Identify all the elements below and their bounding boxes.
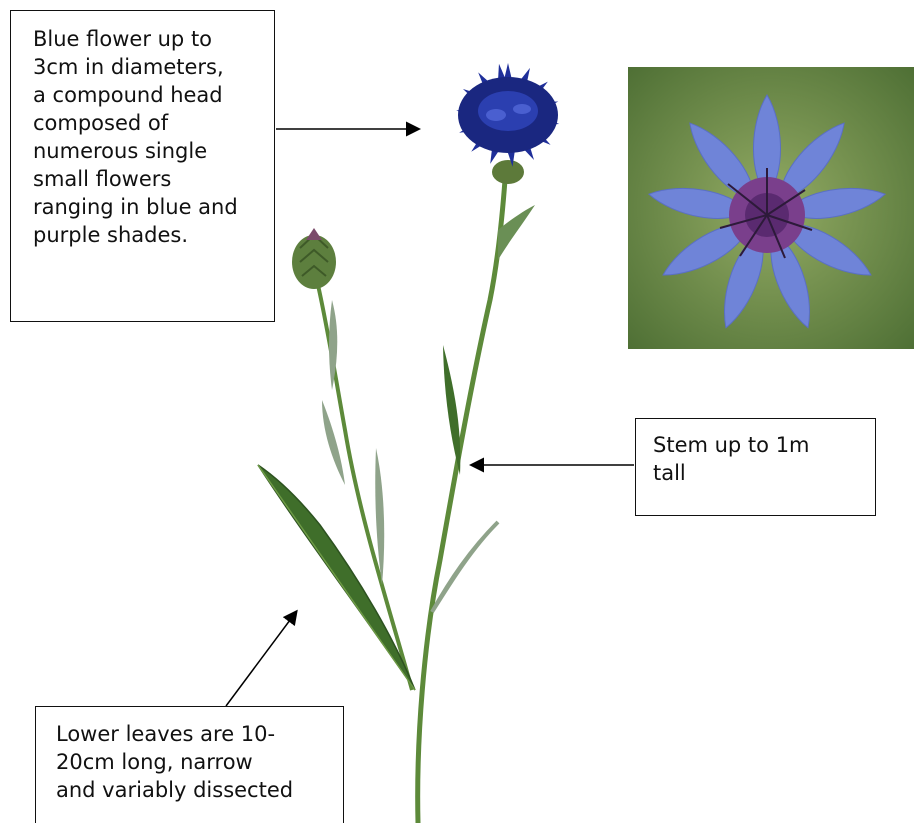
stem-callout-line: Stem up to 1m: [653, 431, 865, 459]
flower-calyx: [492, 160, 524, 184]
leaves-callout-line: 20cm long, narrow: [56, 748, 335, 776]
stem-callout-line: tall: [653, 459, 865, 487]
flower-callout-line: numerous single: [33, 137, 264, 165]
leaves-callout-line: Lower leaves are 10-: [56, 720, 335, 748]
leaves-callout: Lower leaves are 10- 20cm long, narrow a…: [35, 706, 344, 823]
leaves-callout-line: and variably dissected: [56, 776, 335, 804]
flower-callout-line: Blue flower up to: [33, 25, 264, 53]
flower-callout: Blue flower up to 3cm in diameters, a co…: [10, 10, 275, 322]
stem-leaf: [443, 345, 460, 475]
flower-callout-line: small flowers: [33, 165, 264, 193]
cornflower-photo: [628, 67, 914, 349]
blue-flower-head: [456, 62, 561, 167]
stem-callout: Stem up to 1m tall: [635, 418, 876, 516]
flower-callout-line: purple shades.: [33, 221, 264, 249]
leaves-arrow: [226, 612, 296, 706]
flower-callout-line: 3cm in diameters,: [33, 53, 264, 81]
flower-callout-line: ranging in blue and: [33, 193, 264, 221]
flower-bud: [292, 228, 336, 289]
main-stem: [418, 180, 505, 823]
flower-callout-line: a compound head: [33, 81, 264, 109]
flower-callout-line: composed of: [33, 109, 264, 137]
